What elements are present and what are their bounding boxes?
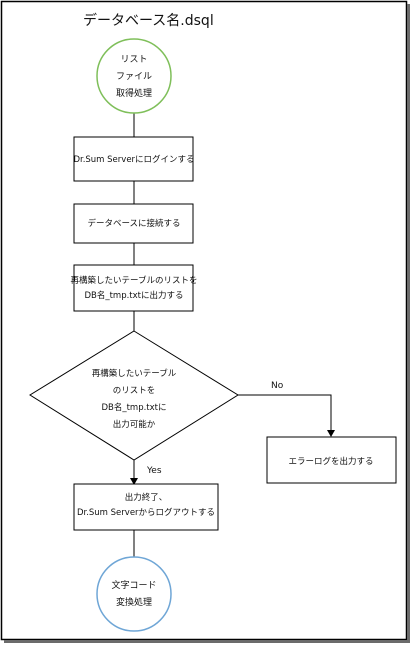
frame-shadow-bottom xyxy=(4,640,410,643)
no-label: No xyxy=(271,381,284,391)
yes-label: Yes xyxy=(146,466,162,476)
connect-text: データベースに接続する xyxy=(87,218,180,229)
node-end: 文字コード 変換処理 xyxy=(96,556,172,632)
node-start: リスト ファイル 取得処理 xyxy=(96,38,172,114)
output-list-line-2: DB名_tmp.txtに出力する xyxy=(84,290,183,301)
output-list-box xyxy=(73,264,194,312)
diagram-title: データベース名.dsql xyxy=(83,12,214,29)
start-line-3: 取得処理 xyxy=(116,87,152,99)
error-text: エラーログを出力する xyxy=(288,456,373,467)
frame-shadow-right xyxy=(407,4,410,642)
start-circle xyxy=(96,38,172,114)
finish-line-1: 出力終了、 xyxy=(125,492,168,503)
decision-line-3: DB名_tmp.txtに xyxy=(101,402,166,413)
decision-line-2: のリストを xyxy=(113,386,156,396)
node-login: Dr.Sum Serverにログインする xyxy=(73,136,195,182)
start-line-1: リスト xyxy=(120,55,147,65)
outer-border xyxy=(0,0,408,641)
finish-box xyxy=(73,483,219,531)
decision-diamond xyxy=(29,330,239,461)
end-line-2: 変換処理 xyxy=(116,596,152,608)
end-circle xyxy=(96,556,172,632)
node-decision: 再構築したいテーブル のリストを DB名_tmp.txtに 出力可能か xyxy=(29,330,239,461)
login-text: Dr.Sum Serverにログインする xyxy=(73,154,194,165)
node-error: エラーログを出力する xyxy=(266,436,397,484)
decision-line-1: 再構築したいテーブル xyxy=(92,368,177,379)
finish-line-2: Dr.Sum Serverからログアウトする xyxy=(77,507,215,518)
node-connect: データベースに接続する xyxy=(73,203,194,244)
node-finish: 出力終了、 Dr.Sum Serverからログアウトする xyxy=(73,483,219,531)
login-box xyxy=(73,136,194,182)
start-line-2: ファイル xyxy=(116,72,152,82)
edge-decision-error xyxy=(238,394,335,437)
decision-line-4: 出力可能か xyxy=(113,419,156,430)
error-box xyxy=(266,436,397,484)
end-line-1: 文字コード xyxy=(111,579,156,591)
output-list-line-1: 再構築したいテーブルのリストを xyxy=(71,275,198,286)
node-output-list: 再構築したいテーブルのリストを DB名_tmp.txtに出力する xyxy=(71,264,198,312)
connect-box xyxy=(73,203,194,244)
